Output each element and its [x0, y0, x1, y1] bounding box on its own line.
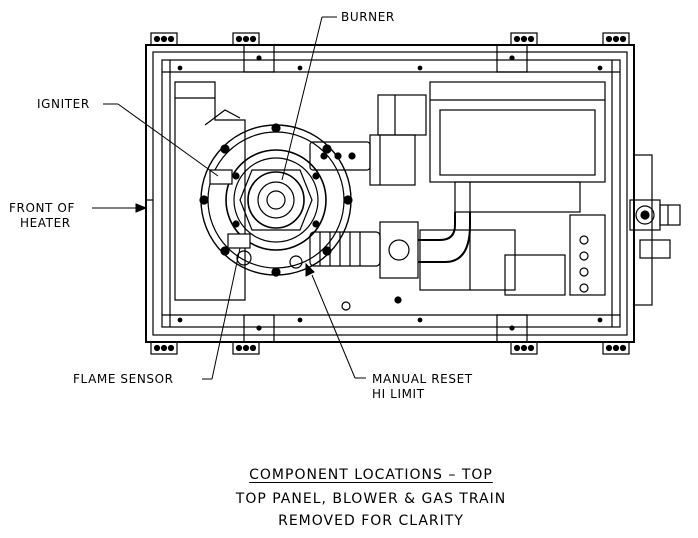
caption-title: COMPONENT LOCATIONS – TOP	[249, 467, 493, 483]
foot-bottom-left	[150, 341, 178, 355]
cabinet-frame	[145, 44, 635, 343]
gas-inlet-right	[629, 154, 681, 306]
flame-sensor-label: FLAME SENSOR	[73, 372, 174, 386]
foot-top-right	[602, 32, 630, 46]
foot-bottom-mid1	[232, 341, 260, 355]
burner-bolts	[199, 123, 353, 277]
caption-line3: REMOVED FOR CLARITY	[278, 513, 464, 529]
combustion-chamber	[174, 81, 246, 301]
foot-bottom-mid2	[510, 341, 538, 355]
manual-reset-label-line2: HI LIMIT	[372, 387, 425, 401]
foot-top-mid2	[510, 32, 538, 46]
front-of-heater-label-line1: FRONT OF	[9, 201, 75, 215]
control-box	[569, 214, 606, 296]
gas-train-lower	[309, 212, 566, 296]
front-of-heater-label-line2: HEATER	[20, 216, 71, 230]
mounting-feet	[150, 32, 630, 355]
foot-bottom-right	[602, 341, 630, 355]
blower-housing	[429, 81, 606, 213]
leader-lines	[92, 16, 366, 380]
burner-assembly	[199, 123, 353, 277]
foot-top-mid1	[232, 32, 260, 46]
manual-reset-label-line1: MANUAL RESET	[372, 372, 473, 386]
frame-fasteners	[177, 65, 603, 323]
igniter-label: IGNITER	[37, 97, 90, 111]
caption-line2: TOP PANEL, BLOWER & GAS TRAIN	[235, 491, 507, 507]
foot-top-left	[150, 32, 178, 46]
gas-train-upper	[309, 94, 427, 186]
burner-label: BURNER	[341, 10, 395, 24]
